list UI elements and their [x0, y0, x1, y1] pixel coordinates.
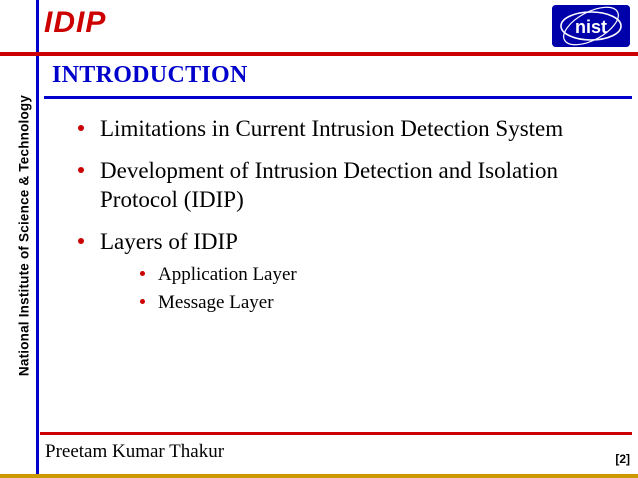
sub-bullet-list: Application Layer Message Layer [136, 262, 630, 315]
list-item-label: Layers of IDIP [100, 229, 238, 254]
nist-logo: nist [552, 5, 630, 47]
institute-name: National Institute of Science & Technolo… [16, 94, 32, 377]
bullet-list: Limitations in Current Intrusion Detecti… [74, 114, 630, 328]
author-name: Preetam Kumar Thakur [45, 441, 225, 462]
section-heading: INTRODUCTION [52, 62, 248, 88]
sidebar-divider [36, 0, 39, 478]
bottom-accent-bar [0, 474, 638, 478]
sub-list-item: Message Layer [136, 290, 630, 315]
bullet-dot-icon [140, 299, 145, 304]
sub-list-item-label: Message Layer [158, 292, 274, 313]
footer-divider [40, 432, 632, 435]
list-item: Development of Intrusion Detection and I… [74, 156, 630, 214]
page-number: [2] [615, 452, 630, 466]
bullet-dot-icon [78, 125, 84, 131]
nist-logo-icon: nist [552, 5, 630, 47]
page-title: IDIP [44, 6, 107, 39]
list-item-label: Limitations in Current Intrusion Detecti… [100, 116, 564, 141]
list-item: Layers of IDIP Application Layer Message… [74, 227, 630, 315]
sub-list-item: Application Layer [136, 262, 630, 287]
sub-list-item-label: Application Layer [158, 264, 297, 285]
list-item-label: Development of Intrusion Detection and I… [100, 158, 558, 212]
bullet-dot-icon [140, 271, 145, 276]
svg-text:nist: nist [575, 17, 607, 37]
bullet-dot-icon [78, 238, 84, 244]
header-divider [0, 52, 638, 56]
sidebar: National Institute of Science & Technolo… [0, 0, 40, 478]
bullet-dot-icon [78, 167, 84, 173]
list-item: Limitations in Current Intrusion Detecti… [74, 114, 630, 143]
heading-divider [44, 96, 632, 99]
